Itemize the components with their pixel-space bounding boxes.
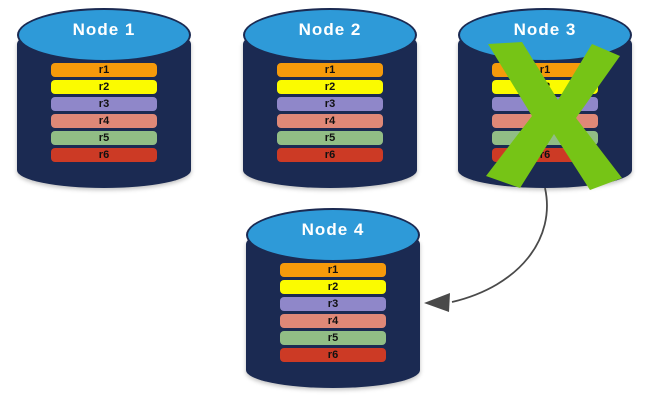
data-row: r6 [51, 148, 157, 162]
data-row: r2 [277, 80, 383, 94]
data-row: r2 [280, 280, 386, 294]
data-row: r6 [492, 148, 598, 162]
data-row: r2 [492, 80, 598, 94]
data-row: r2 [51, 80, 157, 94]
cylinder-top [246, 208, 420, 262]
data-row: r4 [492, 114, 598, 128]
node-2[interactable]: Node 2 r1 r2 r3 r4 r5 r6 [243, 8, 417, 188]
row-list: r1 r2 r3 r4 r5 r6 [277, 63, 383, 162]
cylinder-top [17, 8, 191, 62]
data-row: r3 [280, 297, 386, 311]
data-row: r4 [51, 114, 157, 128]
cylinder-top [458, 8, 632, 62]
data-row: r1 [280, 263, 386, 277]
data-row: r5 [280, 331, 386, 345]
node-3[interactable]: Node 3 r1 r2 r3 r4 r5 r6 [458, 8, 632, 190]
row-list: r1 r2 r3 r4 r5 r6 [280, 263, 386, 362]
data-row: r5 [277, 131, 383, 145]
data-row: r1 [277, 63, 383, 77]
data-row: r5 [492, 131, 598, 145]
node-4[interactable]: Node 4 r1 r2 r3 r4 r5 r6 [246, 208, 420, 388]
connection-node3-to-node4 [424, 187, 548, 312]
row-list: r1 r2 r3 r4 r5 r6 [51, 63, 157, 162]
data-row: r5 [51, 131, 157, 145]
cylinder-top [243, 8, 417, 62]
data-row: r4 [277, 114, 383, 128]
data-row: r3 [51, 97, 157, 111]
data-row: r4 [280, 314, 386, 328]
data-row: r6 [280, 348, 386, 362]
node-1[interactable]: Node 1 r1 r2 r3 r4 r5 r6 [17, 8, 191, 188]
data-row: r1 [51, 63, 157, 77]
data-row: r3 [492, 97, 598, 111]
row-list: r1 r2 r3 r4 r5 r6 [492, 63, 598, 162]
data-row: r3 [277, 97, 383, 111]
data-row: r6 [277, 148, 383, 162]
data-row: r1 [492, 63, 598, 77]
